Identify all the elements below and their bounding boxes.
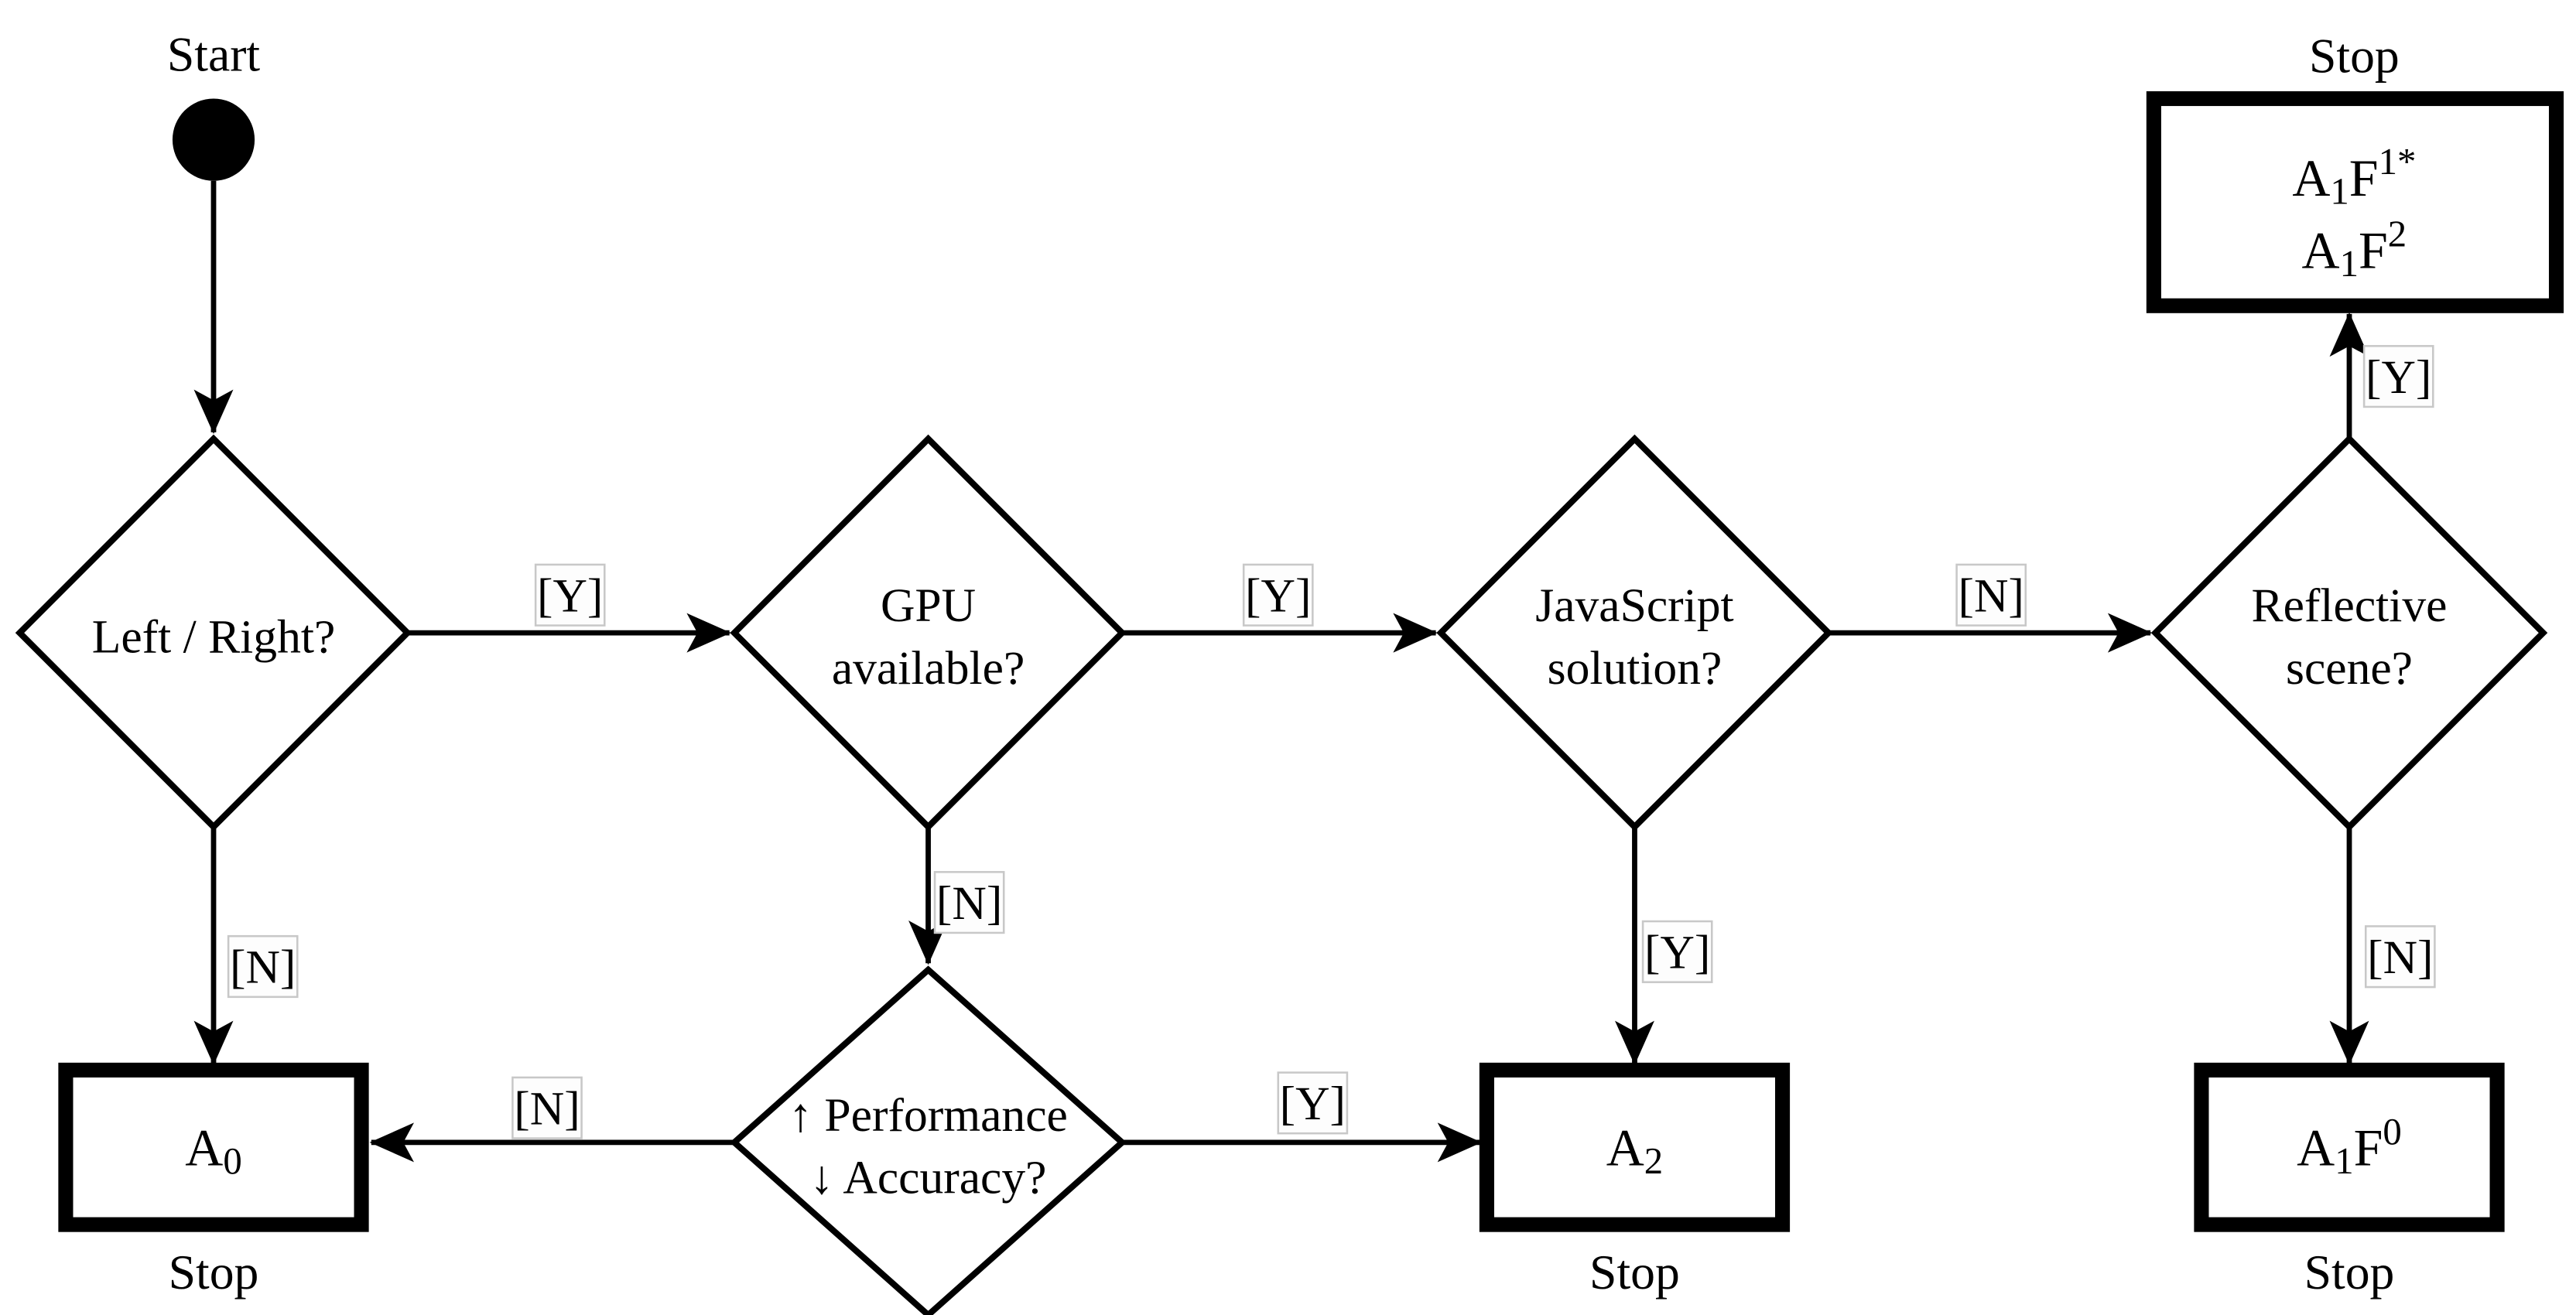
edge-reflective-to-a1f0: [N]: [2329, 826, 2436, 1065]
edge-gpu-to-javascript: [Y]: [1122, 563, 1438, 653]
edge-label-box: [2364, 925, 2436, 989]
action-a1f0-label: A1F0: [2297, 1110, 2402, 1182]
decision-left-right: Left / Right?: [15, 434, 412, 832]
action-a0: A0 Stop: [58, 1062, 369, 1300]
edge-javascript-to-reflective: [N]: [1828, 563, 2153, 653]
start-circle-icon: [172, 98, 255, 181]
stop-label-a0: Stop: [169, 1245, 259, 1300]
edge-label-box: [1955, 563, 2027, 627]
edge-label-box: [227, 934, 299, 999]
edge-label-text: [N]: [514, 1082, 580, 1135]
edge-label-box: [1277, 1071, 1349, 1135]
decision-gpu-available: GPU available?: [730, 434, 1127, 832]
edge-javascript-to-a2: [Y]: [1614, 826, 1713, 1065]
edge-label-text: [N]: [1958, 569, 2024, 622]
edge-label-text: [Y]: [1245, 569, 1311, 622]
decision-javascript-solution: JavaScript solution?: [1436, 434, 1833, 832]
stop-label-a1f0: Stop: [2304, 1245, 2395, 1300]
edge-label-box: [2362, 345, 2434, 408]
action-a1f12-line2: A1F2: [2302, 213, 2407, 285]
action-a1f12-line1: A1F1*: [2292, 140, 2416, 212]
action-a2-label: A2: [1606, 1119, 1663, 1183]
decision-performance-line1: ↑ Performance: [789, 1089, 1068, 1142]
decision-javascript-line1: JavaScript: [1535, 579, 1733, 632]
action-box: [58, 1062, 369, 1232]
decision-diamond: [730, 434, 1127, 832]
edge-label-box: [511, 1076, 583, 1139]
stop-label-a2: Stop: [1589, 1245, 1680, 1300]
edge-performance-to-a0: [N]: [369, 1076, 735, 1163]
edge-label-text: [N]: [2367, 931, 2433, 984]
edge-left-right-to-a0: [N]: [193, 826, 299, 1065]
action-box: [1479, 1062, 1791, 1232]
edge-label-box: [933, 871, 1005, 934]
decision-diamond: [1436, 434, 1833, 832]
edge-label-text: [Y]: [2366, 351, 2431, 404]
action-a1f12: Stop A1F1* A1F2: [2146, 28, 2564, 313]
edge-label-box: [1641, 920, 1713, 983]
action-a2: A2 Stop: [1479, 1062, 1791, 1300]
decision-diamond: [729, 965, 1127, 1315]
edge-performance-to-a2: [Y]: [1122, 1071, 1483, 1163]
edge-left-right-to-gpu: [Y]: [407, 563, 731, 653]
decision-performance-line2: ↓ Accuracy?: [810, 1152, 1047, 1204]
decision-reflective-line1: Reflective: [2252, 579, 2448, 632]
decision-reflective-scene: Reflective scene?: [2150, 434, 2548, 832]
decision-reflective-line2: scene?: [2286, 642, 2413, 695]
action-box: [2146, 91, 2564, 313]
action-box: [2194, 1062, 2505, 1232]
stop-label-a1f12: Stop: [2309, 28, 2400, 83]
edge-label-box: [534, 563, 606, 627]
edge-label-text: [Y]: [1644, 927, 1710, 979]
edge-label-text: [N]: [230, 941, 296, 994]
decision-gpu-line2: available?: [832, 642, 1025, 695]
edge-label-box: [1242, 563, 1314, 627]
action-a1f0: A1F0 Stop: [2194, 1062, 2505, 1300]
edge-label-text: [N]: [936, 877, 1002, 930]
decision-javascript-line2: solution?: [1548, 642, 1722, 695]
edge-label-text: [Y]: [537, 569, 603, 622]
edge-reflective-to-a1f12: [Y]: [2329, 312, 2434, 439]
edge-label-text: [Y]: [1280, 1078, 1346, 1130]
decision-diamond: [2150, 434, 2548, 832]
decision-left-right-text: Left / Right?: [92, 611, 336, 664]
start-label: Start: [167, 26, 261, 81]
start-node: Start: [167, 26, 261, 181]
decision-performance-accuracy: ↑ Performance ↓ Accuracy?: [729, 965, 1127, 1315]
edge-gpu-to-performance: [N]: [908, 826, 1005, 965]
action-a0-label: A0: [185, 1119, 241, 1183]
decision-gpu-line1: GPU: [881, 579, 976, 632]
